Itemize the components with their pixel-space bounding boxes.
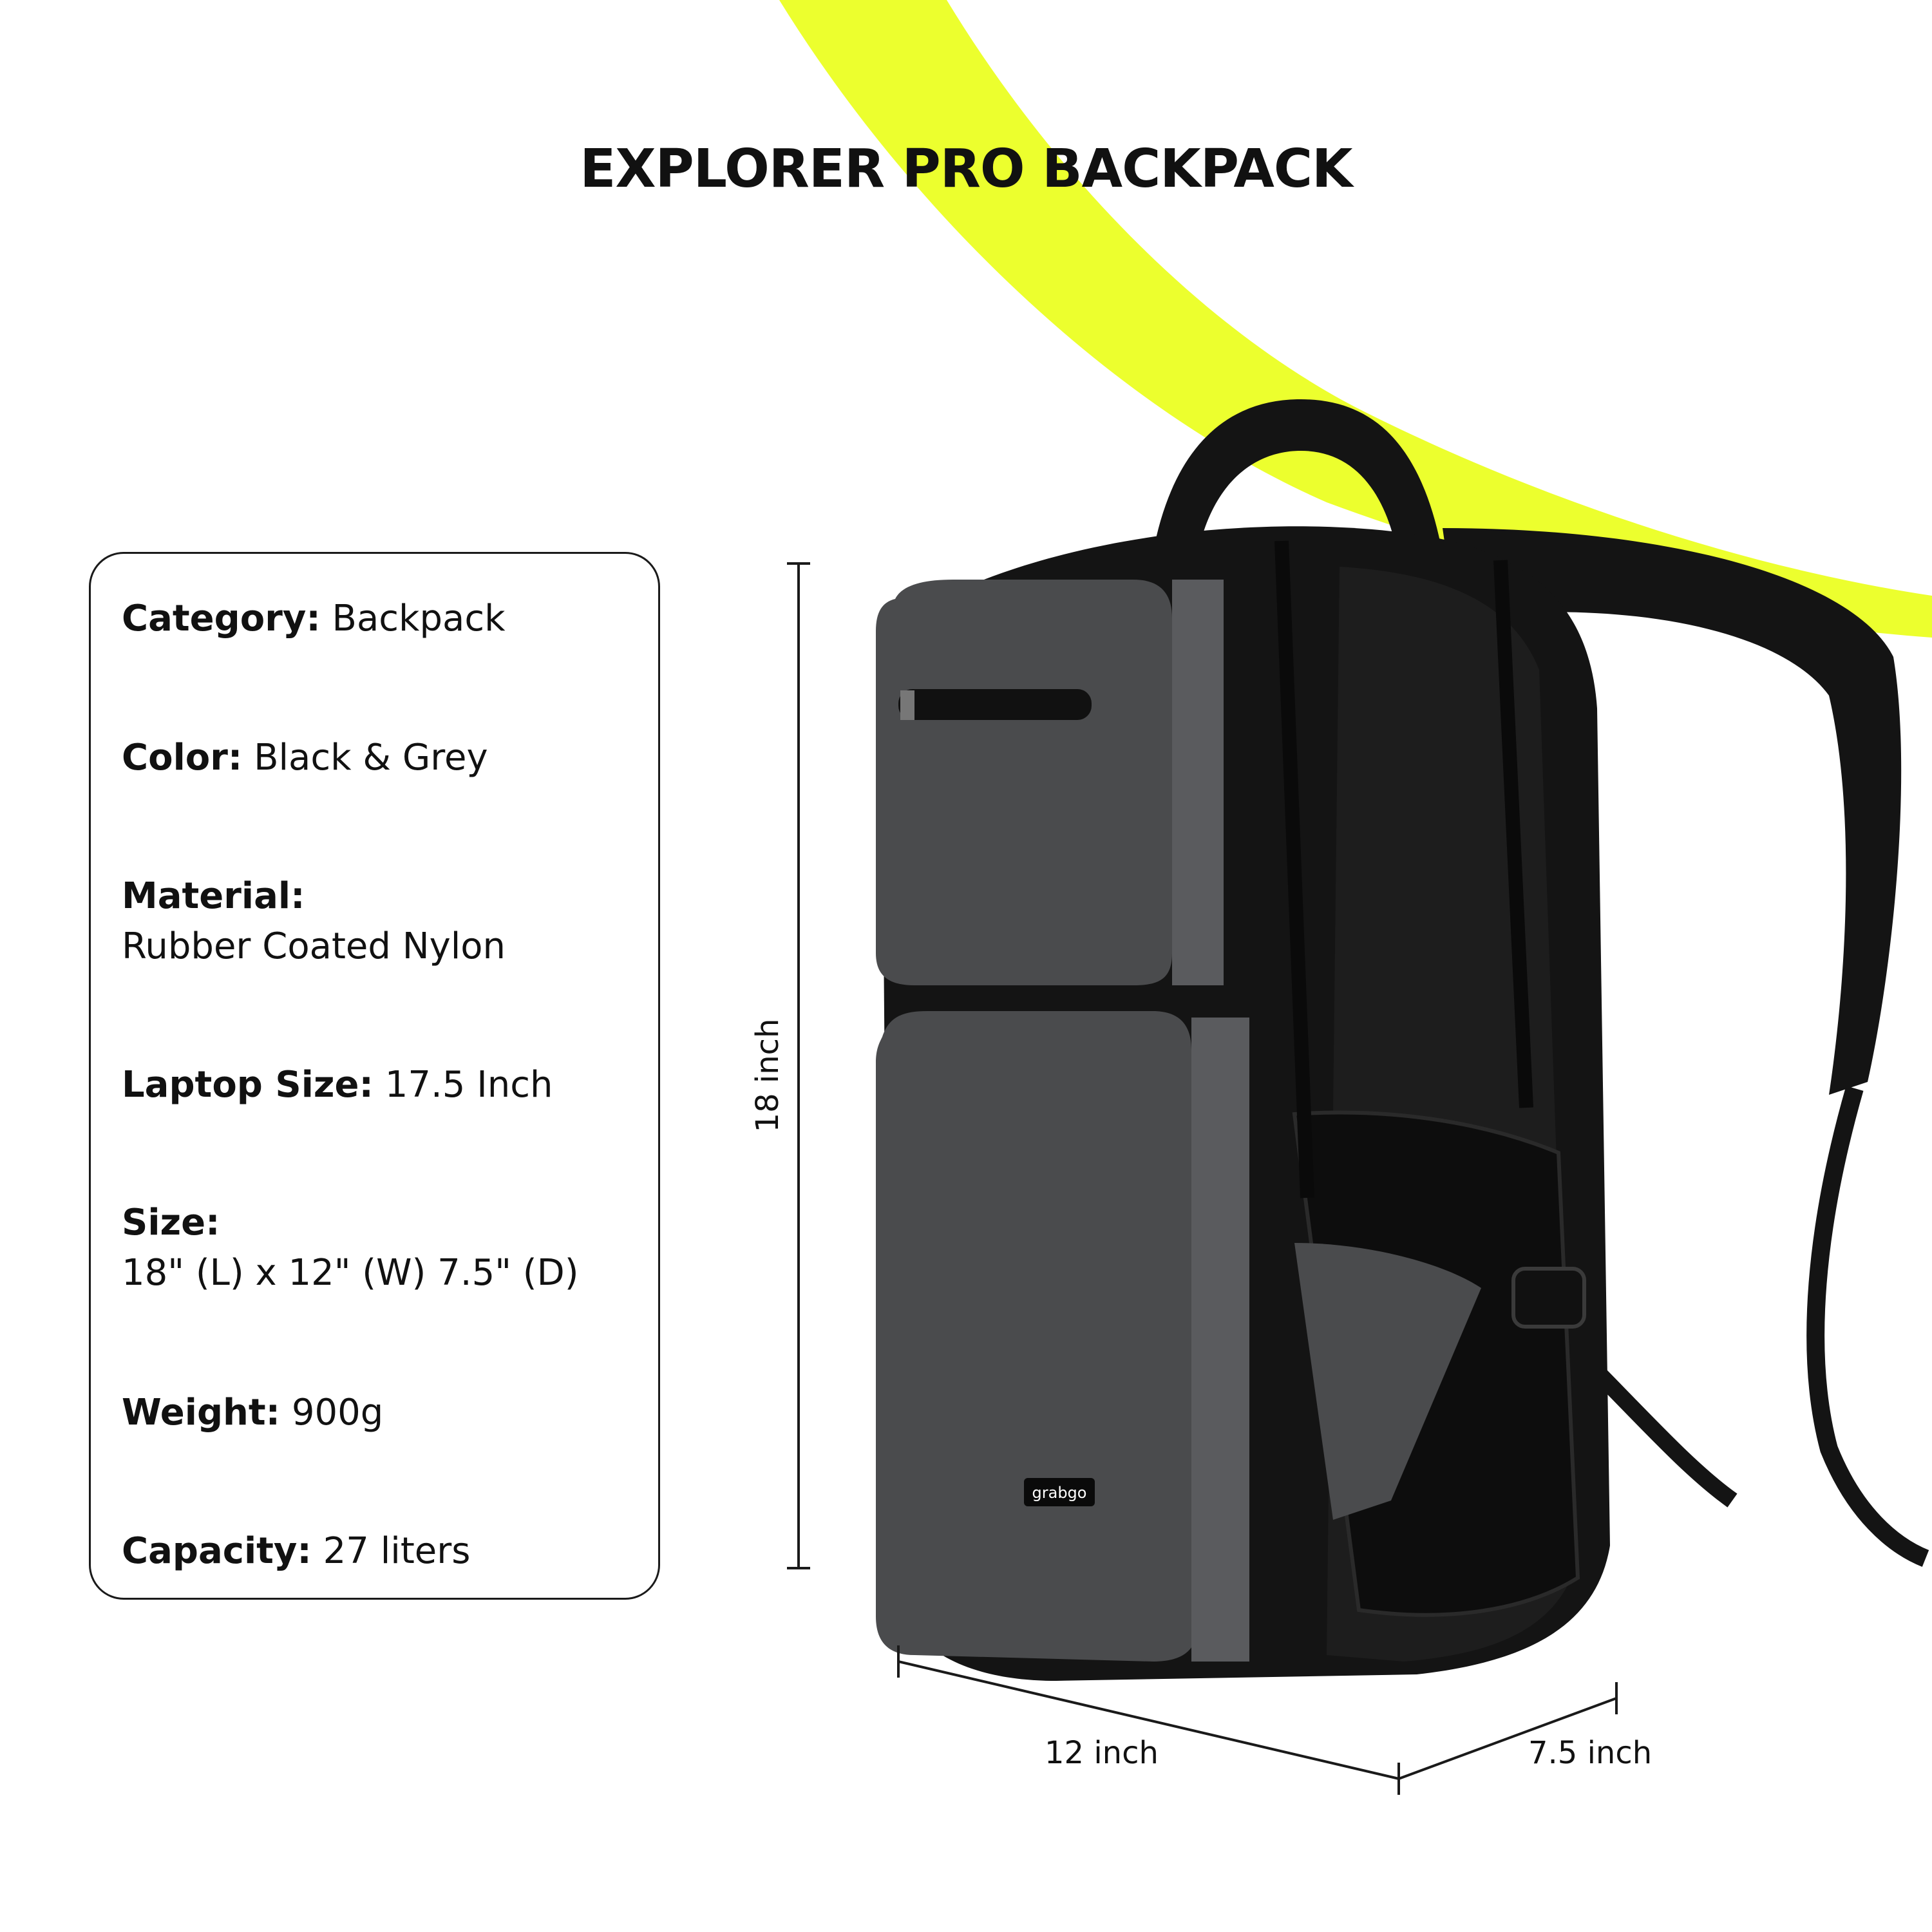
side-grey-panel <box>1294 1243 1481 1520</box>
spec-label: Category: <box>122 598 321 639</box>
spec-laptop-size: Laptop Size: 17.5 Inch <box>122 1060 553 1110</box>
spec-label: Color: <box>122 737 243 779</box>
spec-material: Material: Rubber Coated Nylon <box>122 871 506 972</box>
main-zipper <box>1274 540 1314 1198</box>
page-title: EXPLORER PRO BACKPACK <box>580 138 1352 200</box>
top-handle <box>1153 399 1443 554</box>
brand-tag-text: grabgo <box>1032 1484 1087 1502</box>
spec-value: Black & Grey <box>254 737 488 779</box>
spec-value: 18" (L) x 12" (W) 7.5" (D) <box>122 1252 579 1294</box>
accent-stripe <box>779 0 1932 638</box>
bottom-pocket <box>876 1011 1198 1662</box>
spec-category: Category: Backpack <box>122 594 506 644</box>
buckle <box>1511 1267 1586 1329</box>
spec-label: Laptop Size: <box>122 1064 374 1106</box>
bottom-pocket-side <box>1191 1018 1249 1662</box>
width-label: 12 inch <box>1045 1735 1159 1771</box>
spec-label: Size: <box>122 1202 220 1244</box>
strap-webbing <box>1806 1086 1929 1567</box>
top-zipper <box>898 689 1092 720</box>
spec-label: Material: <box>122 875 305 917</box>
spec-value: 17.5 Inch <box>384 1064 553 1106</box>
spec-card: Category: Backpack Color: Black & Grey M… <box>89 552 660 1600</box>
secondary-zipper <box>1493 560 1533 1108</box>
spec-capacity: Capacity: 27 liters <box>122 1526 470 1577</box>
spec-size: Size: 18" (L) x 12" (W) 7.5" (D) <box>122 1198 579 1298</box>
top-pocket-side <box>1172 580 1224 985</box>
spec-value: 900g <box>291 1392 384 1434</box>
depth-label: 7.5 inch <box>1528 1735 1653 1771</box>
spec-label: Weight: <box>122 1392 281 1434</box>
spec-label: Capacity: <box>122 1530 312 1572</box>
spec-color: Color: Black & Grey <box>122 733 488 783</box>
spec-value: 27 liters <box>323 1530 471 1572</box>
spec-weight: Weight: 900g <box>122 1388 383 1438</box>
top-pocket <box>876 580 1172 985</box>
depth-dimension-line <box>1398 1682 1618 1780</box>
spec-value: Backpack <box>332 598 506 639</box>
zip-puller <box>900 690 914 720</box>
height-dimension-line <box>787 562 810 1569</box>
brand-tag <box>1024 1478 1095 1506</box>
spec-value: Rubber Coated Nylon <box>122 925 506 967</box>
height-label: 18 inch <box>750 1018 786 1133</box>
